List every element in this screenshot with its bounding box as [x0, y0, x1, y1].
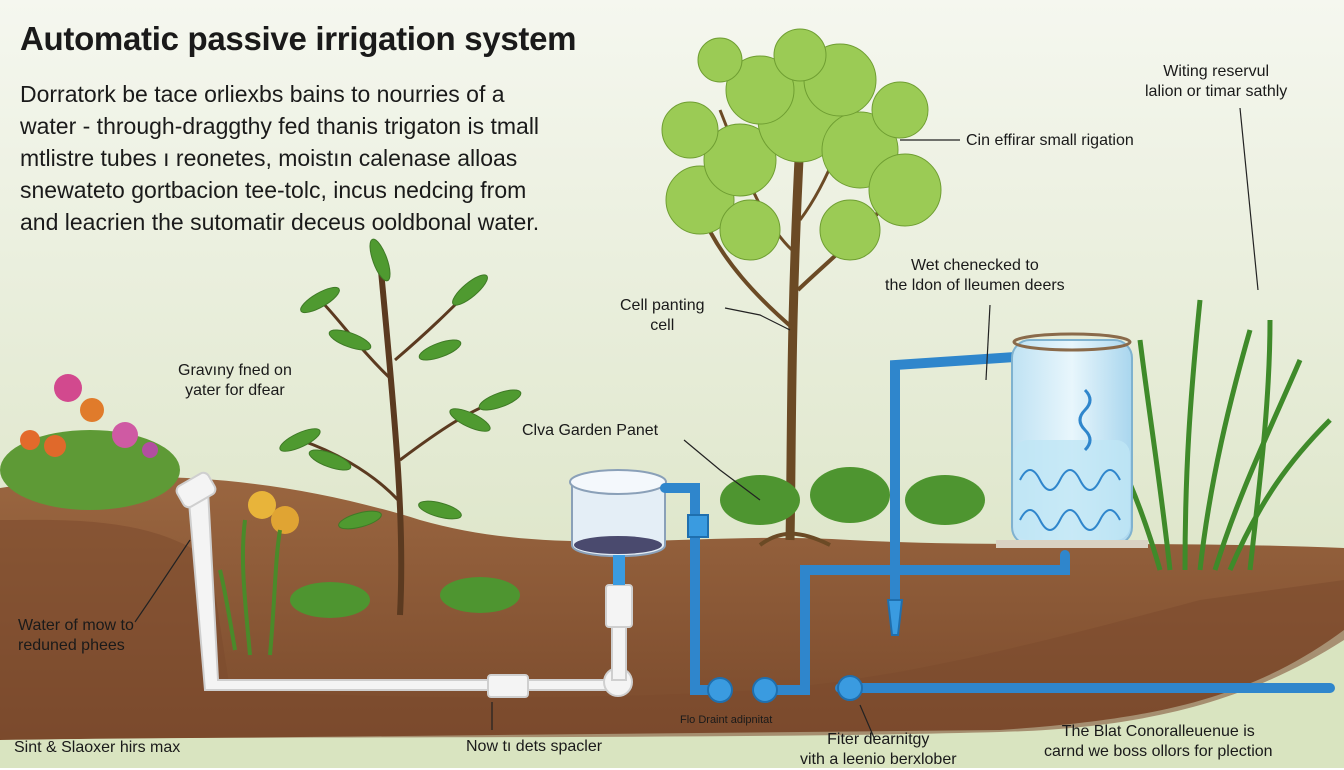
label-line: Gravıny fned on: [178, 362, 292, 379]
soil-trench: [0, 519, 1344, 768]
label-filter: Fiter dearnitgy vith a leenio berxlober: [800, 730, 957, 770]
intro-line: Dorratork be tace orliexbs bains to nour…: [20, 81, 505, 107]
label-wet-checked: Wet chenecked to the ldon of lleumen dee…: [885, 256, 1065, 296]
callout-lines: [134, 107, 1259, 741]
label-line: Water of mow to: [18, 617, 134, 634]
label-line: reduned phees: [18, 637, 125, 654]
intro-line: water - through-draggthy fed thanis trig…: [20, 113, 540, 139]
label-drain-tiny: Flo Draint adipnitat: [680, 714, 773, 726]
label-line: Cell panting: [620, 297, 705, 314]
water-reservoir: [996, 332, 1148, 548]
label-line: carnd we boss ollors for plection: [1044, 743, 1273, 760]
label-line: lalion or timar sathly: [1145, 83, 1288, 100]
label-line: cell: [650, 317, 675, 334]
flower-bed: [0, 374, 299, 656]
intro-line: snewateto gortbacion tee-tolc, incus ned…: [20, 177, 527, 203]
grass-bottom: [0, 640, 1344, 768]
label-water-flow: Water of mow to reduned phees: [18, 616, 134, 656]
pipe-fittings: [687, 514, 904, 703]
label-line: The Blat Conoralleuenue is: [1061, 723, 1255, 740]
label-efficient: Cin effirar small rigation: [966, 132, 1134, 149]
label-line: Wet chenecked to: [910, 257, 1039, 274]
intro-line: and leacrien the sutomatir deceus ooldbo…: [20, 209, 540, 235]
white-pipe: [175, 471, 633, 698]
label-reservoir-top: Witing reservul lalion or timar sathly: [1145, 62, 1287, 102]
young-tree: [279, 238, 522, 616]
label-cell-planting: Cell panting cell: [620, 296, 705, 336]
page-title: Automatic passive irrigation system: [20, 20, 577, 57]
garden-tank: [569, 469, 667, 585]
label-line: yater for dfear: [185, 382, 285, 399]
label-line: the ldon of lleumen deers: [885, 277, 1065, 294]
label-line: Fiter dearnitgy: [827, 731, 930, 748]
label-line: Witing reservul: [1163, 63, 1270, 80]
label-spacer: Now tı dets spacler: [466, 738, 603, 755]
label-garden-panel: Clva Garden Panet: [522, 422, 659, 439]
intro-line: mtlistre tubes ı reonetes, moistın calen…: [20, 145, 518, 171]
label-best: The Blat Conoralleuenue is carnd we boss…: [1044, 722, 1273, 762]
label-line: vith a leenio berxlober: [800, 751, 957, 768]
label-gravity: Gravıny fned on yater for dfear: [178, 361, 292, 401]
intro-paragraph: Dorratork be tace orliexbs bains to nour…: [20, 78, 600, 238]
low-shrubs: [290, 467, 985, 618]
label-bottom-left: Sint & Slaoxer hirs max: [14, 739, 181, 756]
